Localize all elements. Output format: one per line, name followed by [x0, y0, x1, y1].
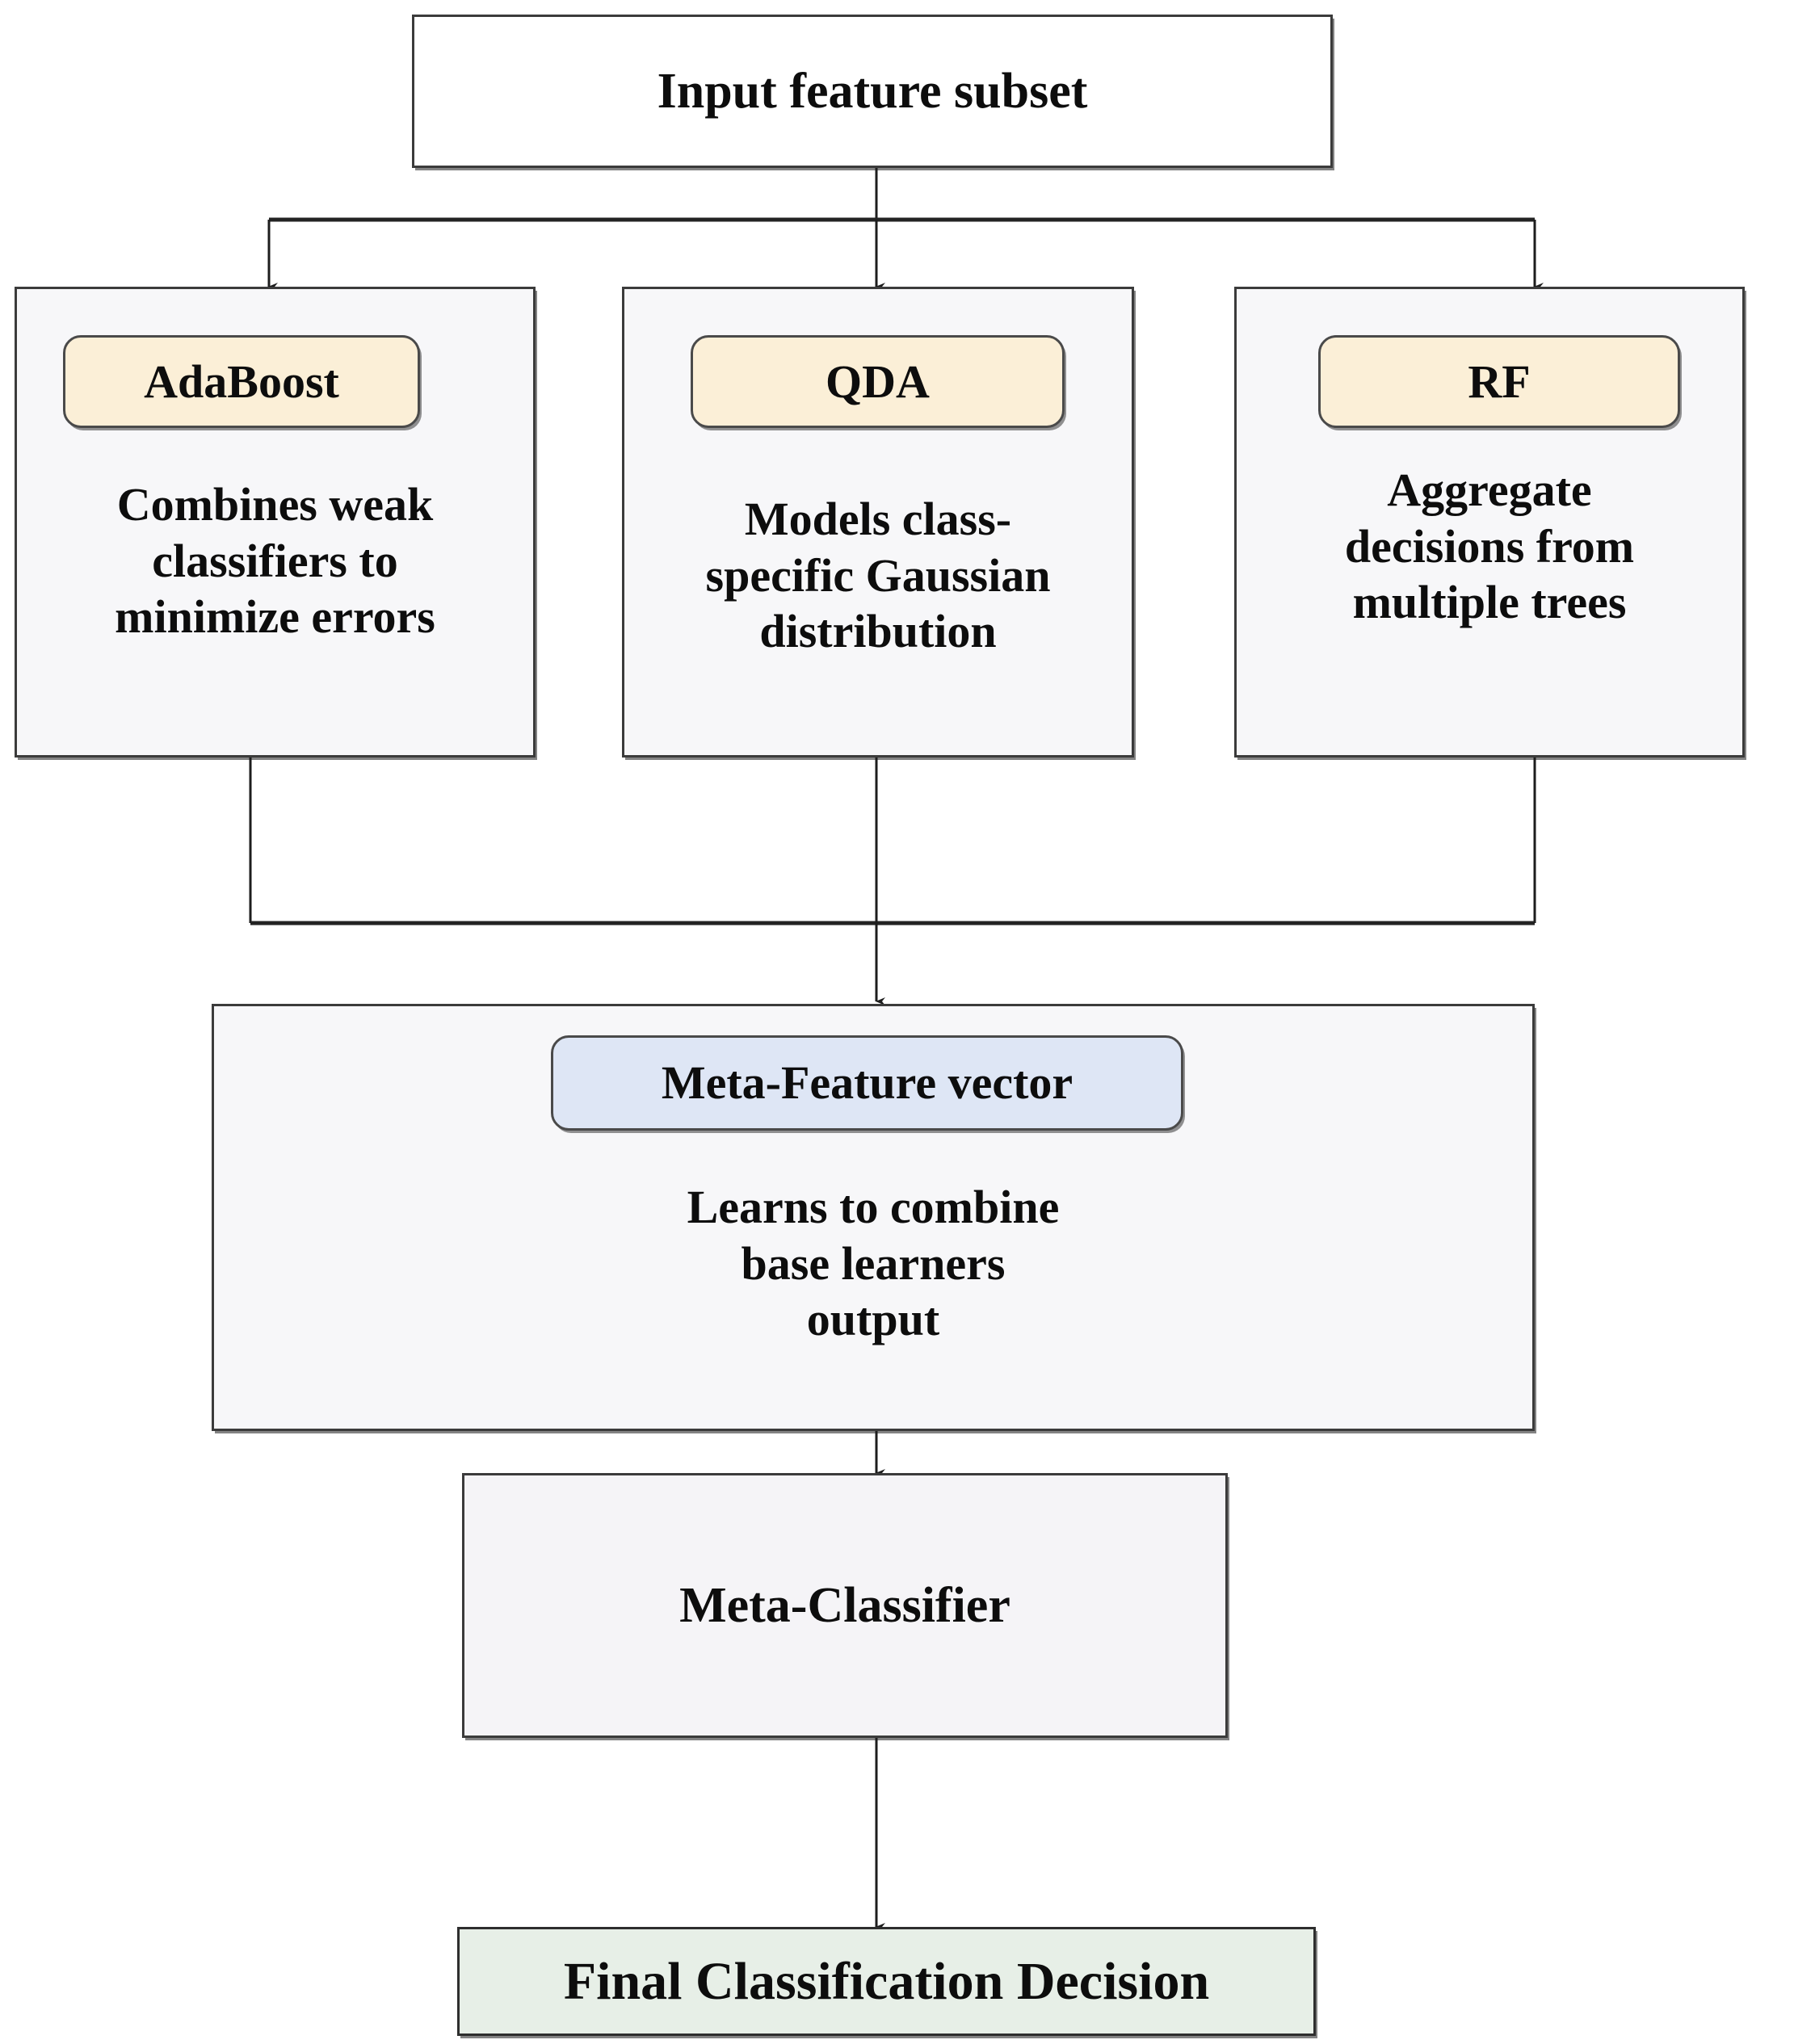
- meta-feature-pill[interactable]: Meta-Feature vector: [551, 1035, 1183, 1131]
- base-learner-pill-qda[interactable]: QDA: [691, 335, 1065, 428]
- base-learner-name-rf: RF: [1468, 355, 1531, 408]
- input-feature-subset-box[interactable]: Input feature subset: [412, 15, 1333, 168]
- base-learner-description-qda: Models class- specific Gaussian distribu…: [705, 493, 1051, 658]
- meta-classifier-label: Meta-Classifier: [679, 1577, 1010, 1633]
- base-learner-description-adaboost: Combines weak classifiers to minimize er…: [115, 478, 435, 644]
- meta-feature-pill-label: Meta-Feature vector: [661, 1056, 1073, 1109]
- base-learner-description-rf: Aggregate decisions from multiple trees: [1344, 464, 1635, 629]
- meta-classifier-box[interactable]: Meta-Classifier: [462, 1473, 1228, 1738]
- final-decision-box[interactable]: Final Classification Decision: [457, 1927, 1316, 2036]
- final-decision-label: Final Classification Decision: [563, 1951, 1210, 2011]
- meta-feature-description: Learns to combine base learners output: [687, 1181, 1060, 1346]
- base-learner-pill-adaboost[interactable]: AdaBoost: [63, 335, 420, 428]
- base-learner-pill-rf[interactable]: RF: [1318, 335, 1680, 428]
- base-learner-name-adaboost: AdaBoost: [144, 355, 339, 408]
- base-learner-name-qda: QDA: [826, 355, 930, 408]
- input-feature-subset-label: Input feature subset: [657, 63, 1088, 119]
